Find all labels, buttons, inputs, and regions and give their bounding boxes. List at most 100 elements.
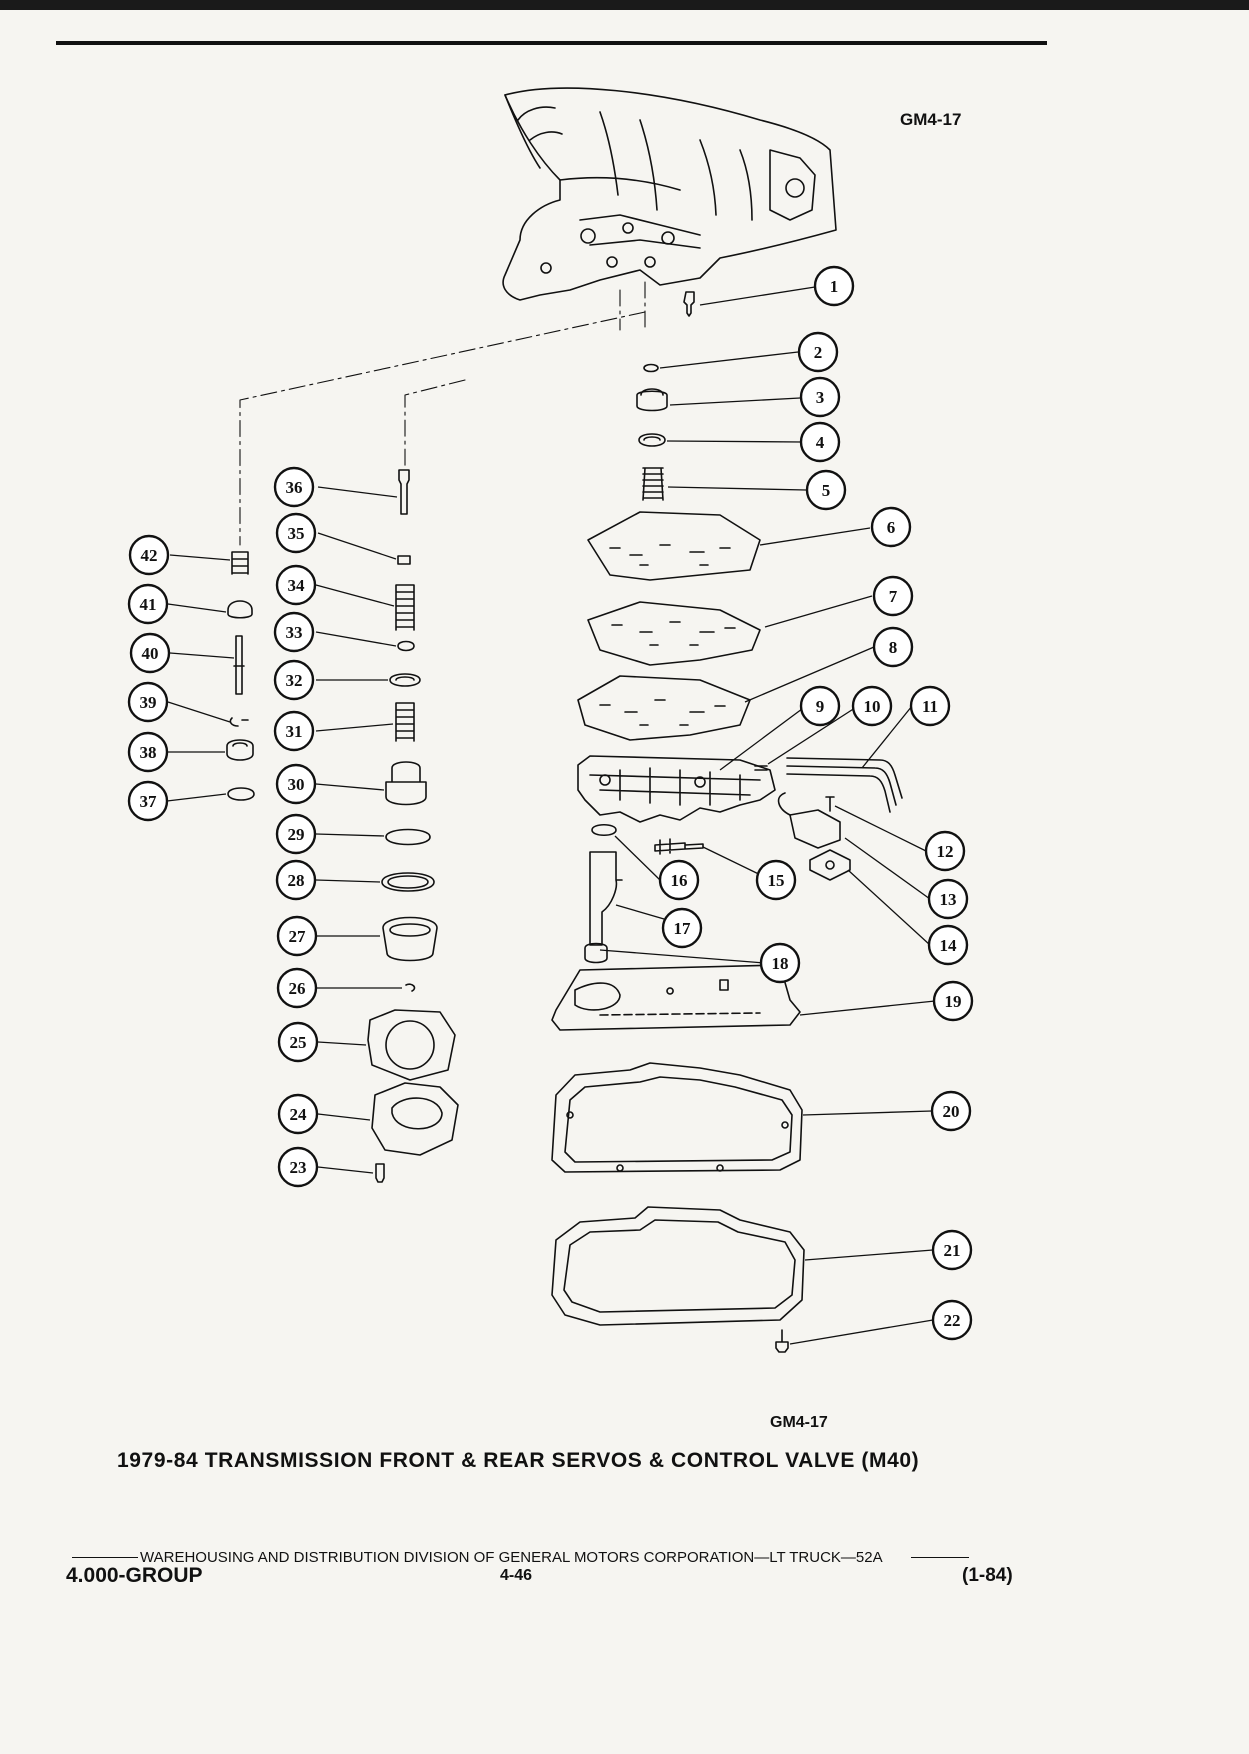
callout-number-34: 34 <box>288 576 306 595</box>
footer-group: 4.000-GROUP <box>66 1564 203 1587</box>
footer-page-number: 4-46 <box>500 1567 533 1584</box>
part-filter-tube-17 <box>589 851 623 946</box>
callout-number-18: 18 <box>772 954 789 973</box>
callout-circle-2 <box>797 331 839 373</box>
callout-number-19: 19 <box>945 992 962 1011</box>
callout-number-5: 5 <box>822 481 831 500</box>
footer-date: (1-84) <box>962 1565 1013 1586</box>
part-cup-35 <box>397 555 411 565</box>
top-border-rule <box>0 0 1249 10</box>
callout-number-24: 24 <box>290 1105 308 1124</box>
callout-circle-13 <box>927 878 969 920</box>
callout-number-26: 26 <box>289 979 306 998</box>
callout-number-38: 38 <box>140 743 157 762</box>
callout-number-22: 22 <box>944 1311 961 1330</box>
callout-number-14: 14 <box>940 936 958 955</box>
callout-circle-9 <box>799 685 841 727</box>
callout-circle-18 <box>759 942 801 984</box>
part-piston-27 <box>382 916 438 962</box>
callout-number-31: 31 <box>286 722 303 741</box>
callout-circle-40 <box>129 632 171 674</box>
callout-circle-12 <box>924 830 966 872</box>
part-spring-5 <box>642 467 664 501</box>
callout-circle-8 <box>872 626 914 668</box>
callout-number-32: 32 <box>286 671 303 690</box>
callout-number-23: 23 <box>290 1158 307 1177</box>
part-gasket-14 <box>809 849 851 881</box>
part-check-valve-15 <box>654 838 704 855</box>
part-clip-26 <box>405 983 416 992</box>
callout-number-41: 41 <box>140 595 157 614</box>
part-retainer-2 <box>643 363 659 373</box>
part-fitting-10 <box>754 765 768 771</box>
callout-number-13: 13 <box>940 890 957 909</box>
callout-number-2: 2 <box>814 343 823 362</box>
callout-circle-25 <box>277 1021 319 1063</box>
part-spring-31 <box>395 702 415 742</box>
part-seal-16 <box>591 823 617 837</box>
callout-circle-28 <box>275 859 317 901</box>
callout-circle-37 <box>127 780 169 822</box>
callout-number-35: 35 <box>288 524 305 543</box>
figure-caption: 1979-84 TRANSMISSION FRONT & REAR SERVOS… <box>117 1449 920 1472</box>
callout-number-16: 16 <box>671 871 688 890</box>
callout-number-4: 4 <box>816 433 825 452</box>
callout-circle-22 <box>931 1299 973 1341</box>
callout-circle-14 <box>927 924 969 966</box>
callout-circle-34 <box>275 564 317 606</box>
figure-id-bottom: GM4-17 <box>770 1414 828 1431</box>
callout-number-36: 36 <box>286 478 303 497</box>
callout-number-40: 40 <box>142 644 159 663</box>
part-spring-34 <box>395 584 415 631</box>
part-ring-32 <box>389 673 421 687</box>
callout-number-3: 3 <box>816 388 825 407</box>
callout-circle-32 <box>273 659 315 701</box>
part-gasket-8 <box>577 675 751 741</box>
part-ring-37 <box>227 787 255 801</box>
callout-circle-36 <box>273 466 315 508</box>
part-spring-42 <box>231 551 249 575</box>
callout-number-39: 39 <box>140 693 157 712</box>
header-rule <box>56 41 1047 45</box>
callout-circle-35 <box>275 512 317 554</box>
callout-circle-27 <box>276 915 318 957</box>
callout-circle-3 <box>799 376 841 418</box>
callout-circle-42 <box>128 534 170 576</box>
callout-circle-6 <box>870 506 912 548</box>
callout-circle-23 <box>277 1146 319 1188</box>
callout-number-10: 10 <box>864 697 881 716</box>
part-gasket-6 <box>587 511 761 581</box>
part-oil-pan-21 <box>551 1206 805 1326</box>
callout-circle-10 <box>851 685 893 727</box>
callout-circle-5 <box>805 469 847 511</box>
callout-number-12: 12 <box>937 842 954 861</box>
part-ring-4 <box>638 433 666 447</box>
callout-number-17: 17 <box>674 919 692 938</box>
callout-number-15: 15 <box>768 871 785 890</box>
callout-number-21: 21 <box>944 1241 961 1260</box>
part-gasket-25 <box>367 1009 456 1081</box>
callout-circle-30 <box>275 763 317 805</box>
part-pan-gasket-20 <box>551 1062 803 1173</box>
callout-circle-39 <box>127 681 169 723</box>
part-piston-30 <box>385 761 427 806</box>
part-solenoid-13 <box>789 809 841 849</box>
callout-number-11: 11 <box>922 697 938 716</box>
callout-circle-33 <box>273 611 315 653</box>
callout-number-7: 7 <box>889 587 898 606</box>
callout-number-8: 8 <box>889 638 898 657</box>
part-valve-36 <box>398 469 410 515</box>
callout-circle-19 <box>932 980 974 1022</box>
part-cover-24 <box>371 1082 459 1156</box>
callout-number-25: 25 <box>290 1033 307 1052</box>
callout-circle-24 <box>277 1093 319 1135</box>
part-drain-plug-22 <box>775 1329 789 1353</box>
part-bolt-1 <box>683 291 695 317</box>
callout-circle-11 <box>909 685 951 727</box>
footer-rule-right <box>910 1557 969 1558</box>
callout-number-1: 1 <box>830 277 839 296</box>
part-bolt-12 <box>825 796 835 812</box>
part-filter-19 <box>551 964 801 1031</box>
callout-circle-15 <box>755 859 797 901</box>
